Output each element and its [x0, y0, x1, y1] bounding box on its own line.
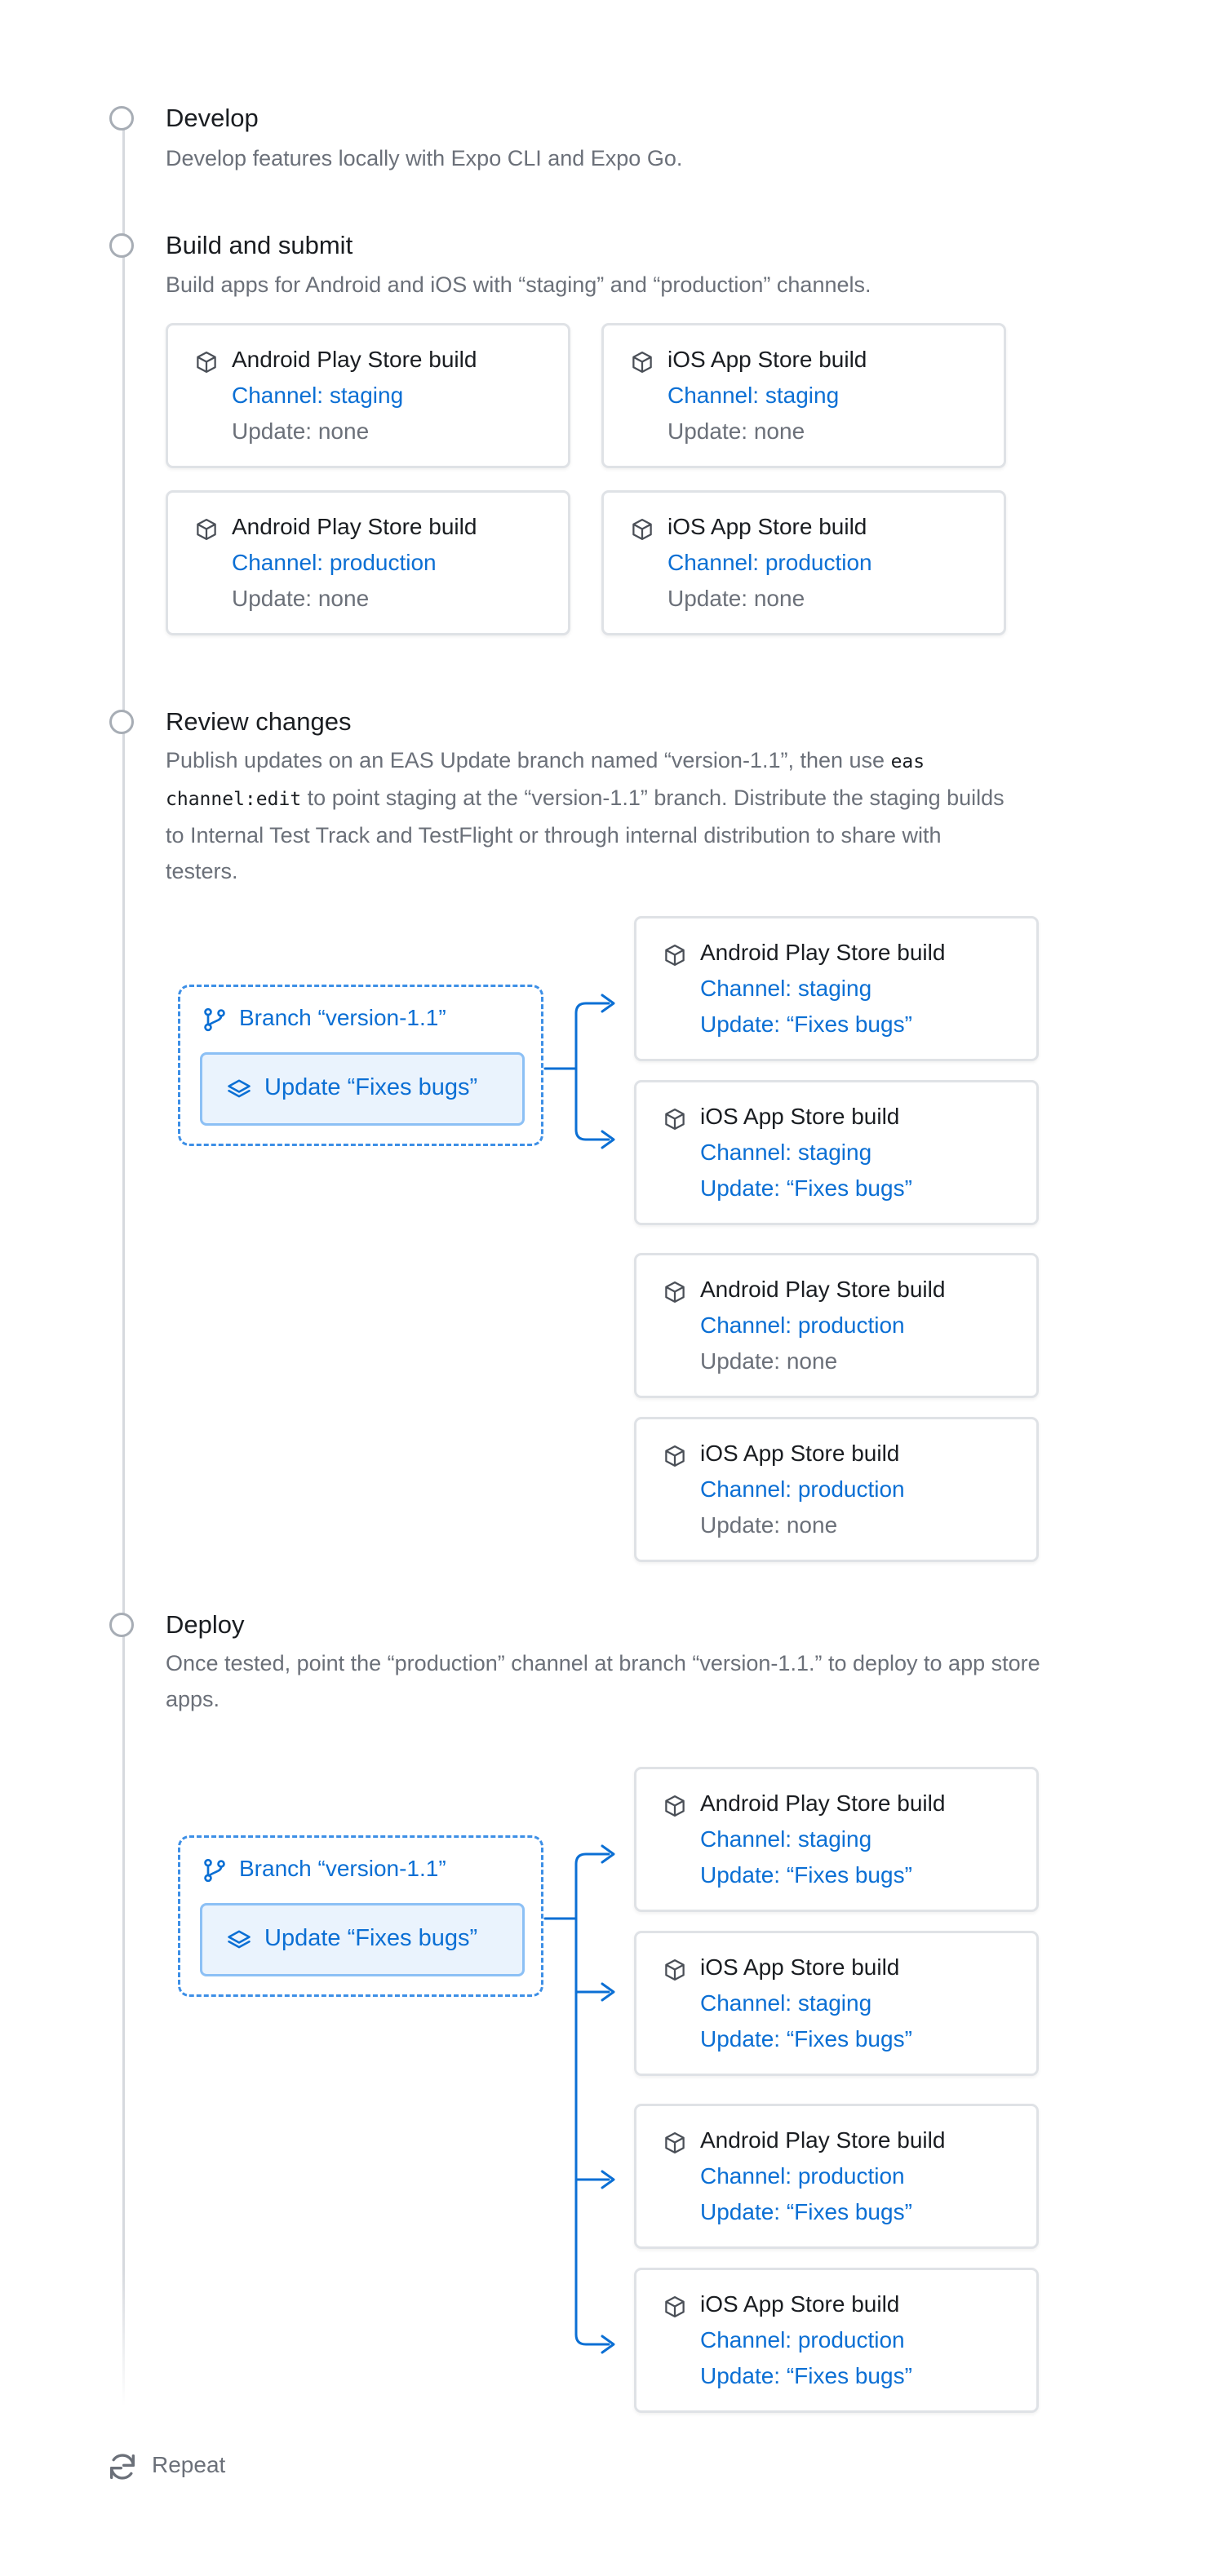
build-card: iOS App Store build Channel: production … — [601, 490, 1006, 635]
build-update: Update: “Fixes bugs” — [700, 1011, 912, 1037]
refresh-icon — [106, 2450, 139, 2483]
build-card: Android Play Store build Channel: stagin… — [634, 1767, 1039, 1912]
step-marker — [109, 710, 134, 734]
build-card: iOS App Store build Channel: staging Upd… — [601, 323, 1006, 468]
build-channel: Channel: production — [232, 550, 437, 575]
build-channel: Channel: staging — [700, 976, 872, 1001]
box-icon — [663, 2295, 687, 2319]
step-marker — [109, 1613, 134, 1637]
build-update: Update: “Fixes bugs” — [700, 1862, 912, 1888]
build-card: Android Play Store build Channel: produc… — [634, 2104, 1039, 2249]
build-channel: Channel: staging — [667, 383, 840, 408]
build-card: Android Play Store build Channel: produc… — [634, 1253, 1039, 1398]
build-name: iOS App Store build — [700, 1441, 900, 1466]
build-card: iOS App Store build Channel: production … — [634, 2268, 1039, 2413]
branch-label: Branch “version-1.1” — [239, 1005, 446, 1030]
build-name: iOS App Store build — [700, 2291, 900, 2317]
update-label: Update “Fixes bugs” — [264, 1074, 478, 1100]
build-channel: Channel: staging — [700, 1826, 872, 1852]
build-name: Android Play Store build — [232, 514, 477, 539]
command-code: eas channel:edit — [166, 751, 925, 810]
step-title: Review changes — [166, 707, 352, 736]
branch-box: Branch “version-1.1” Update “Fixes bugs” — [178, 985, 543, 1146]
build-channel: Channel: staging — [700, 1990, 872, 2016]
repeat-label: Repeat — [152, 2452, 226, 2477]
build-update: Update: none — [232, 418, 370, 444]
build-channel: Channel: production — [700, 2163, 905, 2189]
step-title: Build and submit — [166, 231, 353, 259]
build-name: iOS App Store build — [700, 1104, 900, 1129]
step-description: Publish updates on an EAS Update branch … — [166, 742, 1006, 889]
branch-box: Branch “version-1.1” Update “Fixes bugs” — [178, 1835, 543, 1997]
build-update: Update: none — [700, 1512, 838, 1538]
build-update: Update: none — [232, 586, 370, 611]
box-icon — [663, 1794, 687, 1818]
step-description: Develop features locally with Expo CLI a… — [166, 146, 683, 170]
step-marker — [109, 106, 134, 131]
step-description: Build apps for Android and iOS with “sta… — [166, 272, 871, 297]
build-name: Android Play Store build — [232, 347, 477, 372]
step-title: Develop — [166, 104, 259, 132]
update-chip: Update “Fixes bugs” — [200, 1903, 525, 1976]
build-update: Update: none — [700, 1348, 838, 1374]
build-channel: Channel: production — [700, 1312, 905, 1338]
branch-label: Branch “version-1.1” — [239, 1856, 446, 1881]
step-marker — [109, 233, 134, 258]
build-update: Update: “Fixes bugs” — [700, 2363, 912, 2388]
build-update: Update: “Fixes bugs” — [700, 1175, 912, 1201]
build-name: Android Play Store build — [700, 1790, 946, 1816]
build-name: Android Play Store build — [700, 2127, 946, 2153]
build-name: Android Play Store build — [700, 1277, 946, 1302]
build-update: Update: “Fixes bugs” — [700, 2199, 912, 2224]
build-update: Update: none — [667, 418, 805, 444]
build-name: iOS App Store build — [667, 347, 867, 372]
build-name: iOS App Store build — [667, 514, 867, 539]
build-update: Update: “Fixes bugs” — [700, 2026, 912, 2052]
build-update: Update: none — [667, 586, 805, 611]
build-channel: Channel: production — [667, 550, 872, 575]
build-card: iOS App Store build Channel: staging Upd… — [634, 1931, 1039, 2076]
build-channel: Channel: production — [700, 2327, 905, 2352]
build-name: iOS App Store build — [700, 1954, 900, 1980]
box-icon — [663, 2131, 687, 2155]
update-label: Update “Fixes bugs” — [264, 1925, 478, 1951]
update-chip: Update “Fixes bugs” — [200, 1052, 525, 1126]
build-channel: Channel: staging — [232, 383, 404, 408]
build-card: iOS App Store build Channel: staging Upd… — [634, 1080, 1039, 1225]
timeline-line — [122, 122, 125, 2406]
step-description: Once tested, point the “production” chan… — [166, 1651, 1040, 1711]
build-name: Android Play Store build — [700, 940, 946, 965]
build-card: Android Play Store build Channel: stagin… — [634, 916, 1039, 1061]
build-card: Android Play Store build Channel: produc… — [166, 490, 570, 635]
box-icon — [663, 1958, 687, 1982]
build-channel: Channel: production — [700, 1476, 905, 1502]
build-card: Android Play Store build Channel: stagin… — [166, 323, 570, 468]
description-text: Publish updates on an EAS Update branch … — [166, 748, 891, 772]
build-channel: Channel: staging — [700, 1140, 872, 1165]
build-card: iOS App Store build Channel: production … — [634, 1417, 1039, 1562]
step-title: Deploy — [166, 1610, 245, 1639]
description-text: to point staging at the “version-1.1” br… — [166, 786, 1004, 883]
